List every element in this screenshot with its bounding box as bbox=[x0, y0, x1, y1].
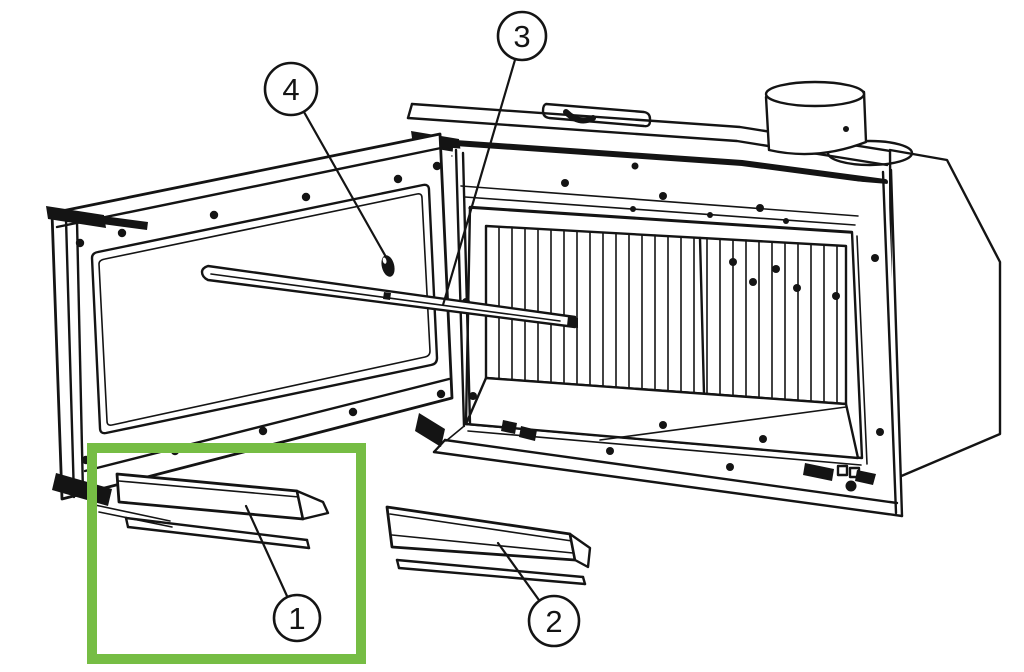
callout-1-label: 1 bbox=[288, 601, 305, 636]
frame-screws bbox=[462, 162, 884, 471]
highlight-box bbox=[87, 443, 366, 664]
door-glass-frame bbox=[90, 183, 439, 435]
wall-screws bbox=[729, 258, 840, 300]
callout-4-circle bbox=[263, 61, 319, 117]
callout-2-circle bbox=[527, 594, 581, 648]
door-panel bbox=[50, 132, 454, 501]
deflector-part-1 bbox=[115, 472, 330, 550]
part-2-end-cap bbox=[568, 532, 592, 569]
callout-2-label: 2 bbox=[545, 604, 562, 639]
top-face bbox=[406, 80, 914, 195]
corner-bracket-bottom bbox=[415, 413, 445, 447]
flue-collar bbox=[764, 80, 868, 156]
callout-3-leader bbox=[441, 34, 524, 307]
deflector-part-2 bbox=[385, 505, 592, 586]
callout-1: 1 bbox=[244, 504, 322, 643]
callout-1-circle bbox=[272, 593, 322, 643]
callout-2: 2 bbox=[496, 541, 581, 648]
latch-hardware bbox=[501, 420, 876, 492]
damper-slot bbox=[541, 102, 652, 128]
damper-crescent bbox=[563, 109, 596, 124]
door bbox=[46, 132, 454, 528]
part-1-end-cap bbox=[295, 489, 330, 521]
floor-seam bbox=[599, 406, 847, 441]
door-hinge-top bbox=[46, 206, 106, 228]
callout-4: 4 bbox=[263, 61, 388, 259]
callout-3-label: 3 bbox=[513, 19, 530, 54]
baffle-corrugation bbox=[498, 226, 838, 404]
callout-4-label: 4 bbox=[282, 72, 299, 107]
rod-slot bbox=[383, 292, 391, 300]
firebox-body bbox=[406, 80, 1002, 518]
callout-3-circle bbox=[496, 10, 548, 62]
wall-corner-seam bbox=[698, 236, 706, 396]
side-panel bbox=[888, 148, 1002, 482]
handle-rod bbox=[200, 264, 578, 329]
front-frame bbox=[415, 148, 904, 518]
callout-3: 3 bbox=[441, 10, 548, 307]
callout-4-leader bbox=[289, 87, 388, 259]
locking-pin bbox=[381, 255, 395, 277]
callouts: 1 2 3 4 bbox=[244, 10, 581, 648]
